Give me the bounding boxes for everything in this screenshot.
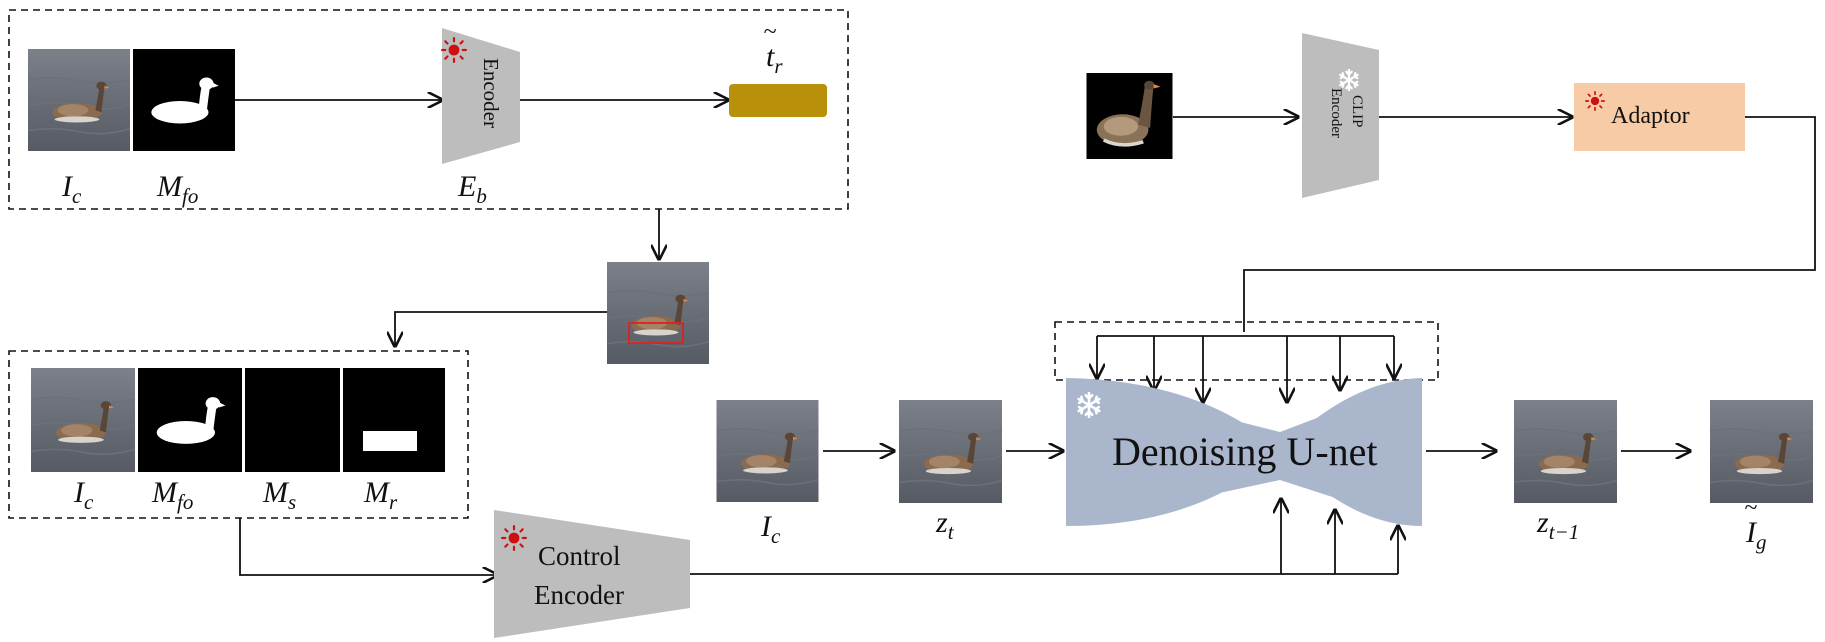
goose-image-ic-mask-panel [31, 368, 135, 472]
mask-mr-image [343, 368, 445, 472]
encoder-eb-shape [442, 28, 520, 164]
adaptor-to-unet-route [1243, 116, 1816, 332]
generated-image-ig [1710, 400, 1813, 503]
label-tr: tr [766, 42, 783, 77]
noisy-latent-zt [898, 400, 1003, 503]
control-encoder-shape [494, 510, 690, 638]
label-zt1: zt−1 [1537, 506, 1580, 544]
clip-encoder-shape [1302, 33, 1379, 198]
label-ic-top: Ic [62, 170, 82, 208]
arrow-box-image-to-mask-panel [395, 311, 607, 346]
denoising-unet-body [1066, 378, 1422, 526]
goose-reference-image [1086, 73, 1173, 159]
clip-encoder-text-1: CLIP [1349, 95, 1365, 128]
mask-ms-image [245, 368, 340, 472]
trainable-icon-eb [441, 37, 467, 63]
goose-image-ic-denoise [716, 400, 819, 502]
control-encoder-line2: Encoder [534, 580, 624, 610]
encoder-eb-text: Encoder [479, 58, 503, 128]
goose-box-image [607, 262, 709, 364]
goose-mask-image-mask-panel [138, 368, 242, 472]
trainable-icon-adaptor [1585, 91, 1605, 111]
unet-text: Denoising U-net [1112, 429, 1378, 474]
label-ig: Ig [1746, 518, 1767, 553]
denoised-latent-zt1 [1514, 400, 1617, 503]
adaptor-text: Adaptor [1611, 103, 1690, 129]
trainable-icon-control [501, 525, 527, 551]
label-mr: Mr [364, 476, 398, 514]
arrow-mask-panel-to-control [239, 518, 497, 575]
goose-mask-image-top [133, 49, 235, 151]
label-eb: Eb [458, 170, 487, 208]
goose-image-ic-top [28, 49, 130, 151]
label-ic-denoise: Ic [761, 510, 781, 548]
label-mfo-mask-panel: Mfo [152, 476, 194, 514]
mask-panel-frame [8, 350, 469, 519]
token-tr [729, 84, 827, 117]
cross-attention-frame [1054, 321, 1439, 381]
mask-mr-rectangle [363, 431, 417, 451]
label-mfo-top: Mfo [157, 170, 199, 208]
label-zt: zt [936, 506, 954, 544]
top-panel-frame [8, 9, 849, 210]
label-ms: Ms [263, 476, 297, 514]
bounding-box-red [628, 322, 684, 344]
clip-encoder-text-2: Encoder [1328, 88, 1344, 138]
label-ic-mask-panel: Ic [74, 476, 94, 514]
control-encoder-line1: Control [538, 541, 621, 571]
